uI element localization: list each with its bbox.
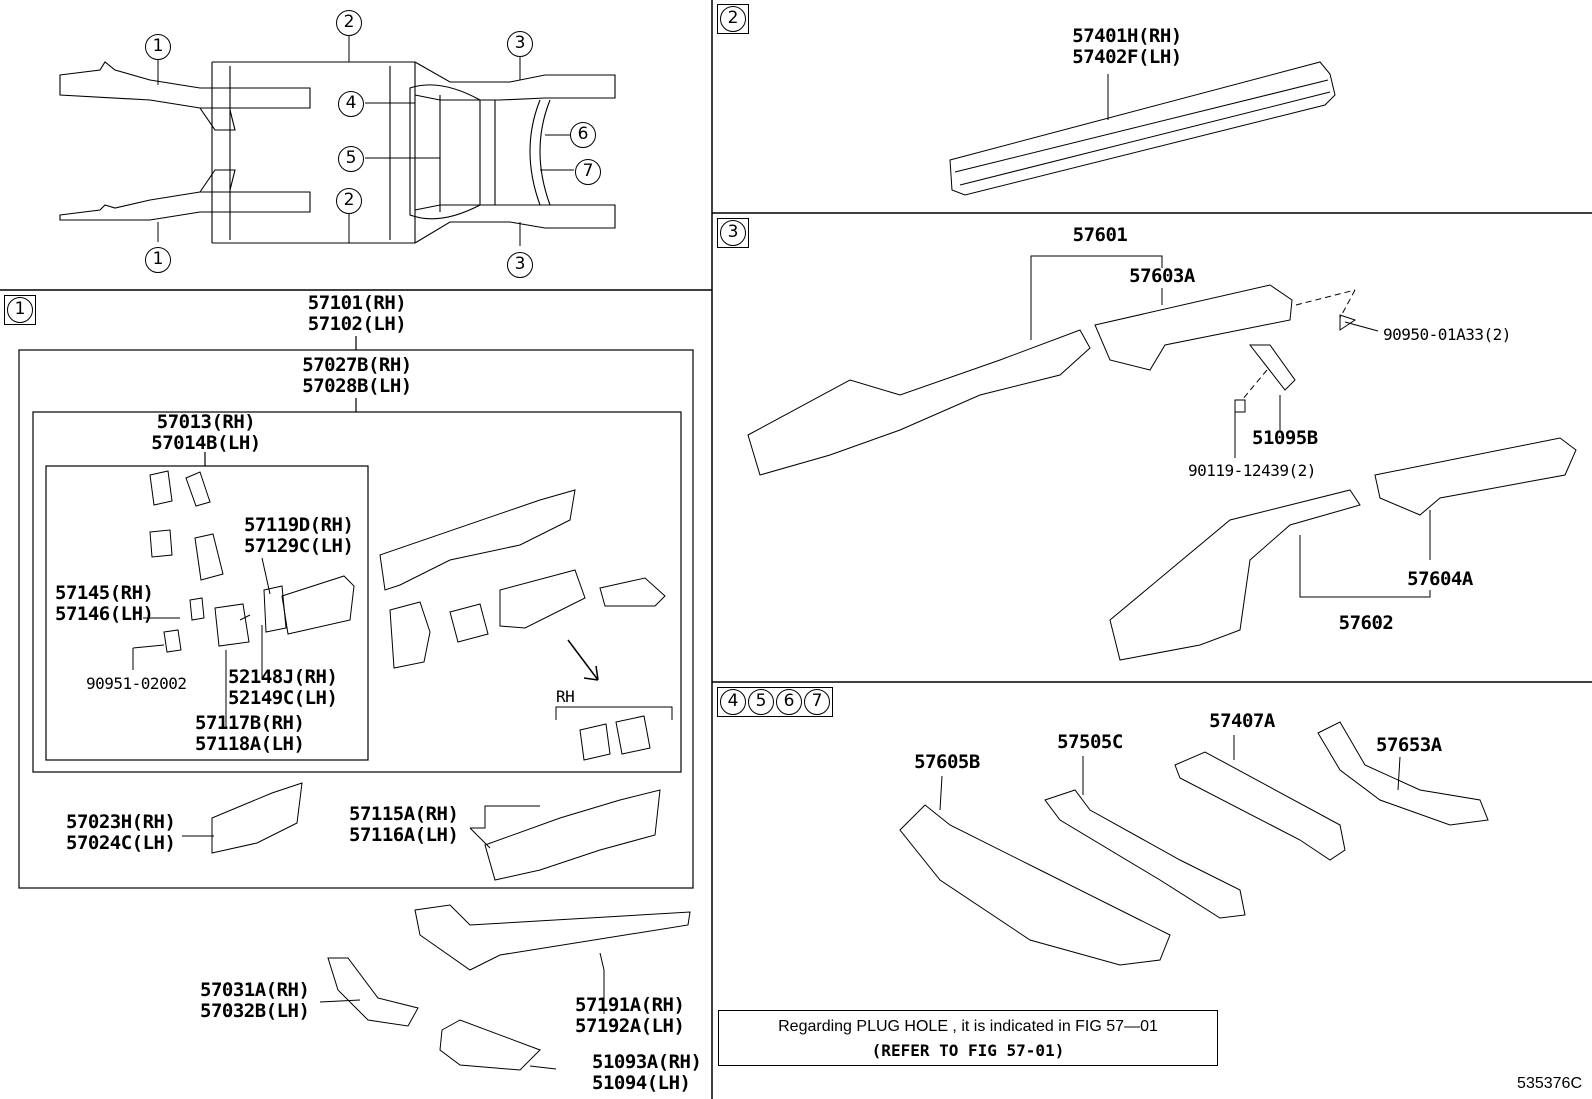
- part-label-90119: 90119-12439(2): [1188, 461, 1316, 480]
- section-7-number: 7: [804, 689, 830, 715]
- part-label-57192: 57192A(LH): [575, 1015, 685, 1037]
- part-label-57603: 57603A: [1129, 265, 1195, 287]
- part-label-90950: 90950-01A33(2): [1383, 325, 1511, 344]
- part-label-57023: 57023H(RH): [66, 811, 176, 833]
- section-tag-2: 2: [717, 4, 749, 34]
- rh-bracket-label: RH: [556, 687, 575, 706]
- section-3-number: 3: [720, 220, 746, 246]
- part-label-57024: 57024C(LH): [66, 832, 176, 854]
- callout-5: 5: [338, 146, 364, 172]
- part-label-57027: 57027B(RH): [302, 354, 412, 376]
- part-label-57032: 57032B(LH): [200, 1000, 310, 1022]
- part-label-57028: 57028B(LH): [302, 375, 412, 397]
- part-label-57653: 57653A: [1376, 734, 1442, 756]
- part-label-52149: 52149C(LH): [228, 687, 338, 709]
- note-line-2: (REFER TO FIG 57-01): [871, 1041, 1065, 1060]
- part-label-57601: 57601: [1072, 224, 1128, 246]
- part-label-57014: 57014B(LH): [151, 432, 261, 454]
- part-label-57101: 57101(RH): [307, 292, 407, 314]
- part-label-57119: 57119D(RH): [244, 514, 354, 536]
- part-label-57118: 57118A(LH): [195, 733, 305, 755]
- section2-part: [949, 61, 1336, 196]
- section-2-number: 2: [720, 6, 746, 32]
- part-label-57146: 57146(LH): [55, 603, 154, 625]
- section3-parts: [747, 284, 1577, 661]
- callout-2-bottom: 2: [336, 188, 362, 214]
- section-tag-3: 3: [717, 218, 749, 248]
- section-1-number: 1: [7, 297, 33, 323]
- callout-4: 4: [338, 91, 364, 117]
- part-label-52148: 52148J(RH): [228, 666, 338, 688]
- figure-reference-code: 535376C: [1517, 1075, 1582, 1092]
- section-tag-4567: 4 5 6 7: [717, 687, 833, 717]
- part-label-57191: 57191A(RH): [575, 994, 685, 1016]
- part-label-57117: 57117B(RH): [195, 712, 305, 734]
- callout-6: 6: [570, 122, 596, 148]
- part-label-57129: 57129C(LH): [244, 535, 354, 557]
- part-label-51094: 51094(LH): [592, 1072, 691, 1094]
- part-label-57115: 57115A(RH): [349, 803, 459, 825]
- part-label-57602: 57602: [1338, 612, 1394, 634]
- section4-parts: [899, 721, 1489, 966]
- section-5-number: 5: [748, 689, 774, 715]
- part-label-57505: 57505C: [1057, 731, 1123, 753]
- callout-7: 7: [575, 159, 601, 185]
- part-label-57402: 57402F(LH): [1072, 46, 1182, 68]
- part-label-57605: 57605B: [914, 751, 980, 773]
- section-4-number: 4: [720, 689, 746, 715]
- part-label-51093: 51093A(RH): [592, 1051, 702, 1073]
- callout-1-top: 1: [145, 34, 171, 60]
- part-label-57013: 57013(RH): [156, 411, 256, 433]
- section1-parts: [149, 470, 691, 1071]
- plug-hole-note: Regarding PLUG HOLE , it is indicated in…: [718, 1010, 1218, 1066]
- section-tag-1: 1: [4, 295, 36, 325]
- callout-3-top: 3: [507, 31, 533, 57]
- part-label-57604: 57604A: [1407, 568, 1473, 590]
- callout-2-top: 2: [336, 10, 362, 36]
- note-line-1: Regarding PLUG HOLE , it is indicated in…: [778, 1018, 1158, 1035]
- part-label-57145: 57145(RH): [55, 582, 154, 604]
- part-label-57031: 57031A(RH): [200, 979, 310, 1001]
- part-label-90951: 90951-02002: [86, 674, 187, 693]
- part-label-57407: 57407A: [1209, 710, 1275, 732]
- part-label-57102: 57102(LH): [307, 313, 407, 335]
- callout-1-bottom: 1: [145, 247, 171, 273]
- part-label-57116: 57116A(LH): [349, 824, 459, 846]
- section-6-number: 6: [776, 689, 802, 715]
- chassis-overview: [59, 61, 616, 244]
- part-label-57401: 57401H(RH): [1072, 25, 1182, 47]
- callout-3-bottom: 3: [507, 252, 533, 278]
- part-label-51095: 51095B: [1252, 427, 1318, 449]
